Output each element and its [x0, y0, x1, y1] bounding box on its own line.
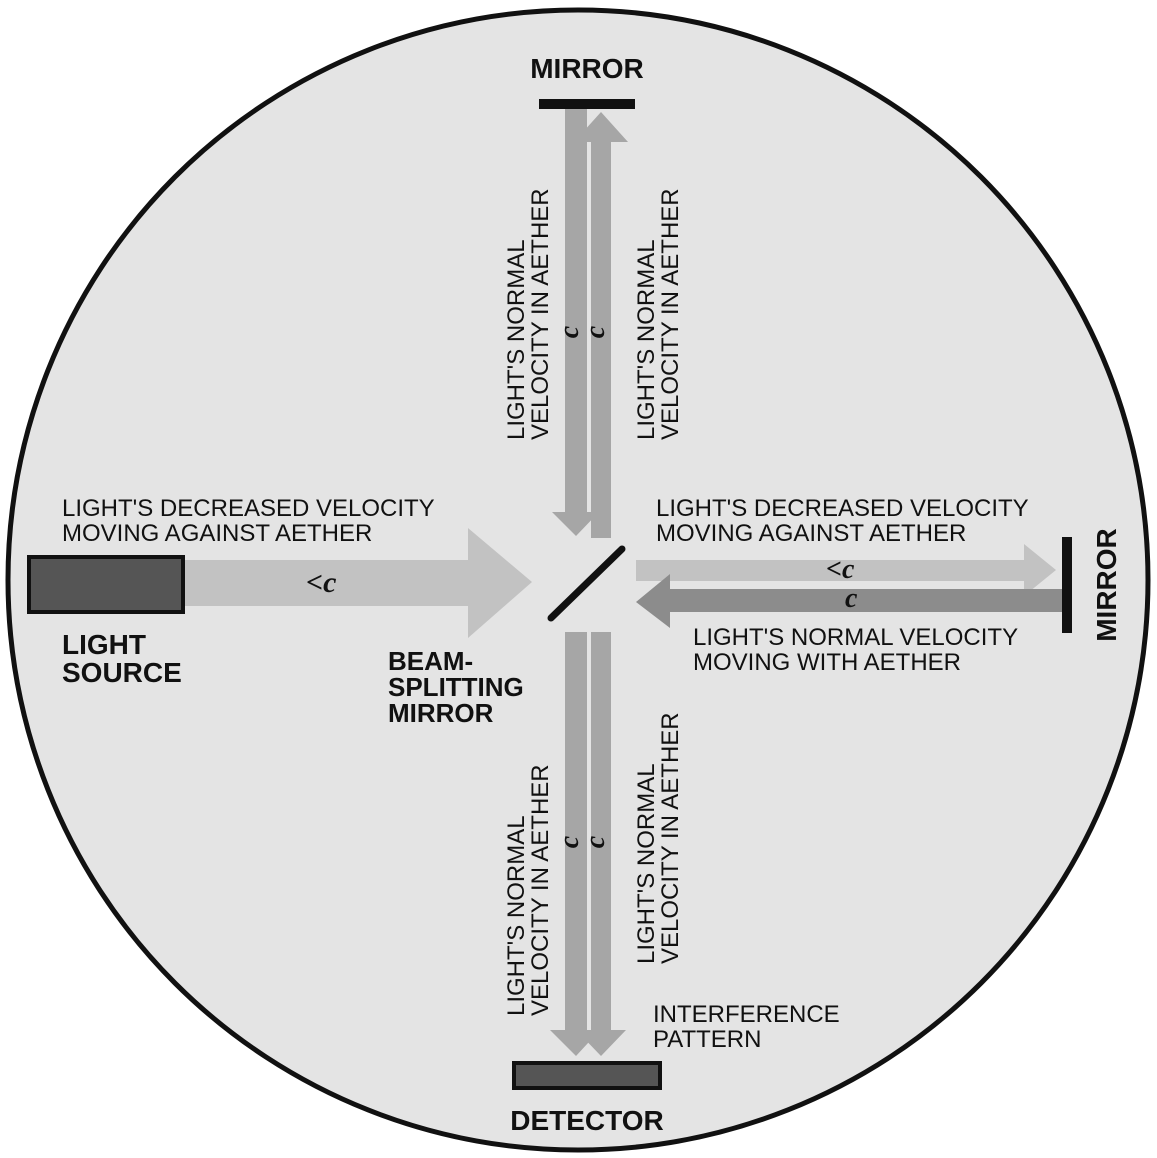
- bottom-right-vertical-label-line2: VELOCITY IN AETHER: [657, 712, 684, 964]
- light-source-label-line2: SOURCE: [62, 657, 182, 688]
- right-out-label-line1: LIGHT'S DECREASED VELOCITY: [656, 495, 1029, 522]
- right-mirror-label: MIRROR: [1091, 528, 1122, 642]
- velocity-symbol-right-return: c: [845, 583, 858, 614]
- velocity-symbol-bottom-left: c: [554, 835, 585, 848]
- top-mirror: [539, 99, 635, 109]
- top-right-vertical-label-line2: VELOCITY IN AETHER: [657, 188, 684, 440]
- bottom-left-vertical-label-line2: VELOCITY IN AETHER: [527, 764, 554, 1016]
- background-disc: [5, 7, 1151, 1153]
- beam-source: [180, 528, 532, 638]
- beam-right-out: [636, 544, 1056, 596]
- velocity-symbol-source: <c: [306, 566, 336, 599]
- beam-splitter-label-line3: MIRROR: [388, 698, 494, 728]
- interference-label-line1: INTERFERENCE: [653, 1001, 840, 1028]
- bottom-right-vertical-label-line1: LIGHT'S NORMAL: [633, 763, 660, 964]
- beam-top-up: [574, 112, 628, 538]
- beam-splitting-mirror: [547, 545, 626, 622]
- beam-bottom-right: [576, 632, 626, 1056]
- detector-label: DETECTOR: [510, 1105, 664, 1136]
- source-beam-label-line2: MOVING AGAINST AETHER: [62, 520, 372, 547]
- top-mirror-label: MIRROR: [530, 53, 644, 84]
- right-return-label-line2: MOVING WITH AETHER: [693, 649, 961, 676]
- top-right-vertical-label-line1: LIGHT'S NORMAL: [633, 239, 660, 440]
- beam-bottom-left: [550, 632, 600, 1056]
- beam-top-down: [552, 108, 599, 536]
- velocity-symbol-bottom-right: c: [580, 835, 611, 848]
- detector-box: [512, 1061, 662, 1090]
- beam-splitter-label-line1: BEAM-: [388, 646, 473, 676]
- top-left-vertical-label-line1: LIGHT'S NORMAL: [503, 239, 530, 440]
- right-mirror: [1062, 537, 1072, 633]
- light-source-label-line1: LIGHT: [62, 629, 146, 660]
- right-out-label-line2: MOVING AGAINST AETHER: [656, 520, 966, 547]
- velocity-symbol-top-up: c: [580, 325, 611, 338]
- light-source-box: [27, 555, 185, 614]
- beam-right-return: [636, 574, 1062, 628]
- beam-splitter-label-line2: SPLITTING: [388, 672, 524, 702]
- source-beam-label-line1: LIGHT'S DECREASED VELOCITY: [62, 495, 435, 522]
- bottom-left-vertical-label-line1: LIGHT'S NORMAL: [503, 815, 530, 1016]
- velocity-symbol-right-out: <c: [826, 554, 855, 585]
- top-left-vertical-label-line2: VELOCITY IN AETHER: [527, 188, 554, 440]
- velocity-symbol-top-down: c: [554, 325, 585, 338]
- interference-label-line2: PATTERN: [653, 1026, 761, 1053]
- right-return-label-line1: LIGHT'S NORMAL VELOCITY: [693, 624, 1018, 651]
